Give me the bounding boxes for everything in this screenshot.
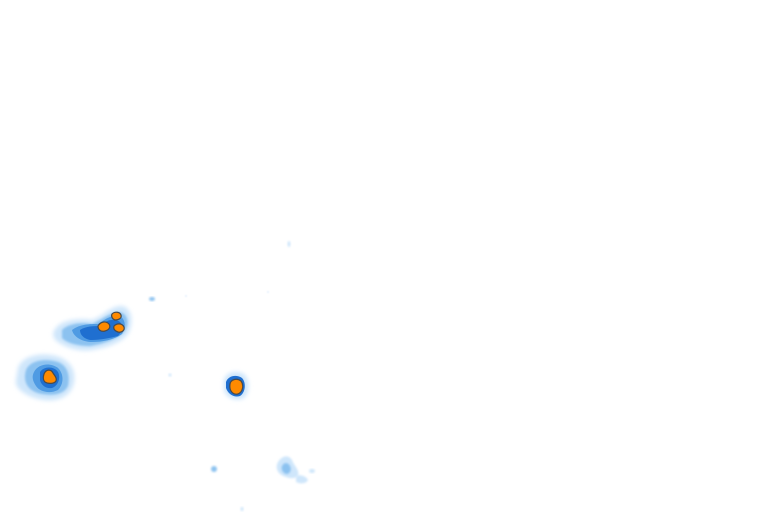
precip-specks: [149, 241, 291, 511]
storm-cell-west: [15, 354, 75, 401]
storm-cell-northwest: [53, 306, 132, 351]
storm-cell-central: [224, 372, 249, 400]
light-precip-south: [211, 456, 315, 484]
